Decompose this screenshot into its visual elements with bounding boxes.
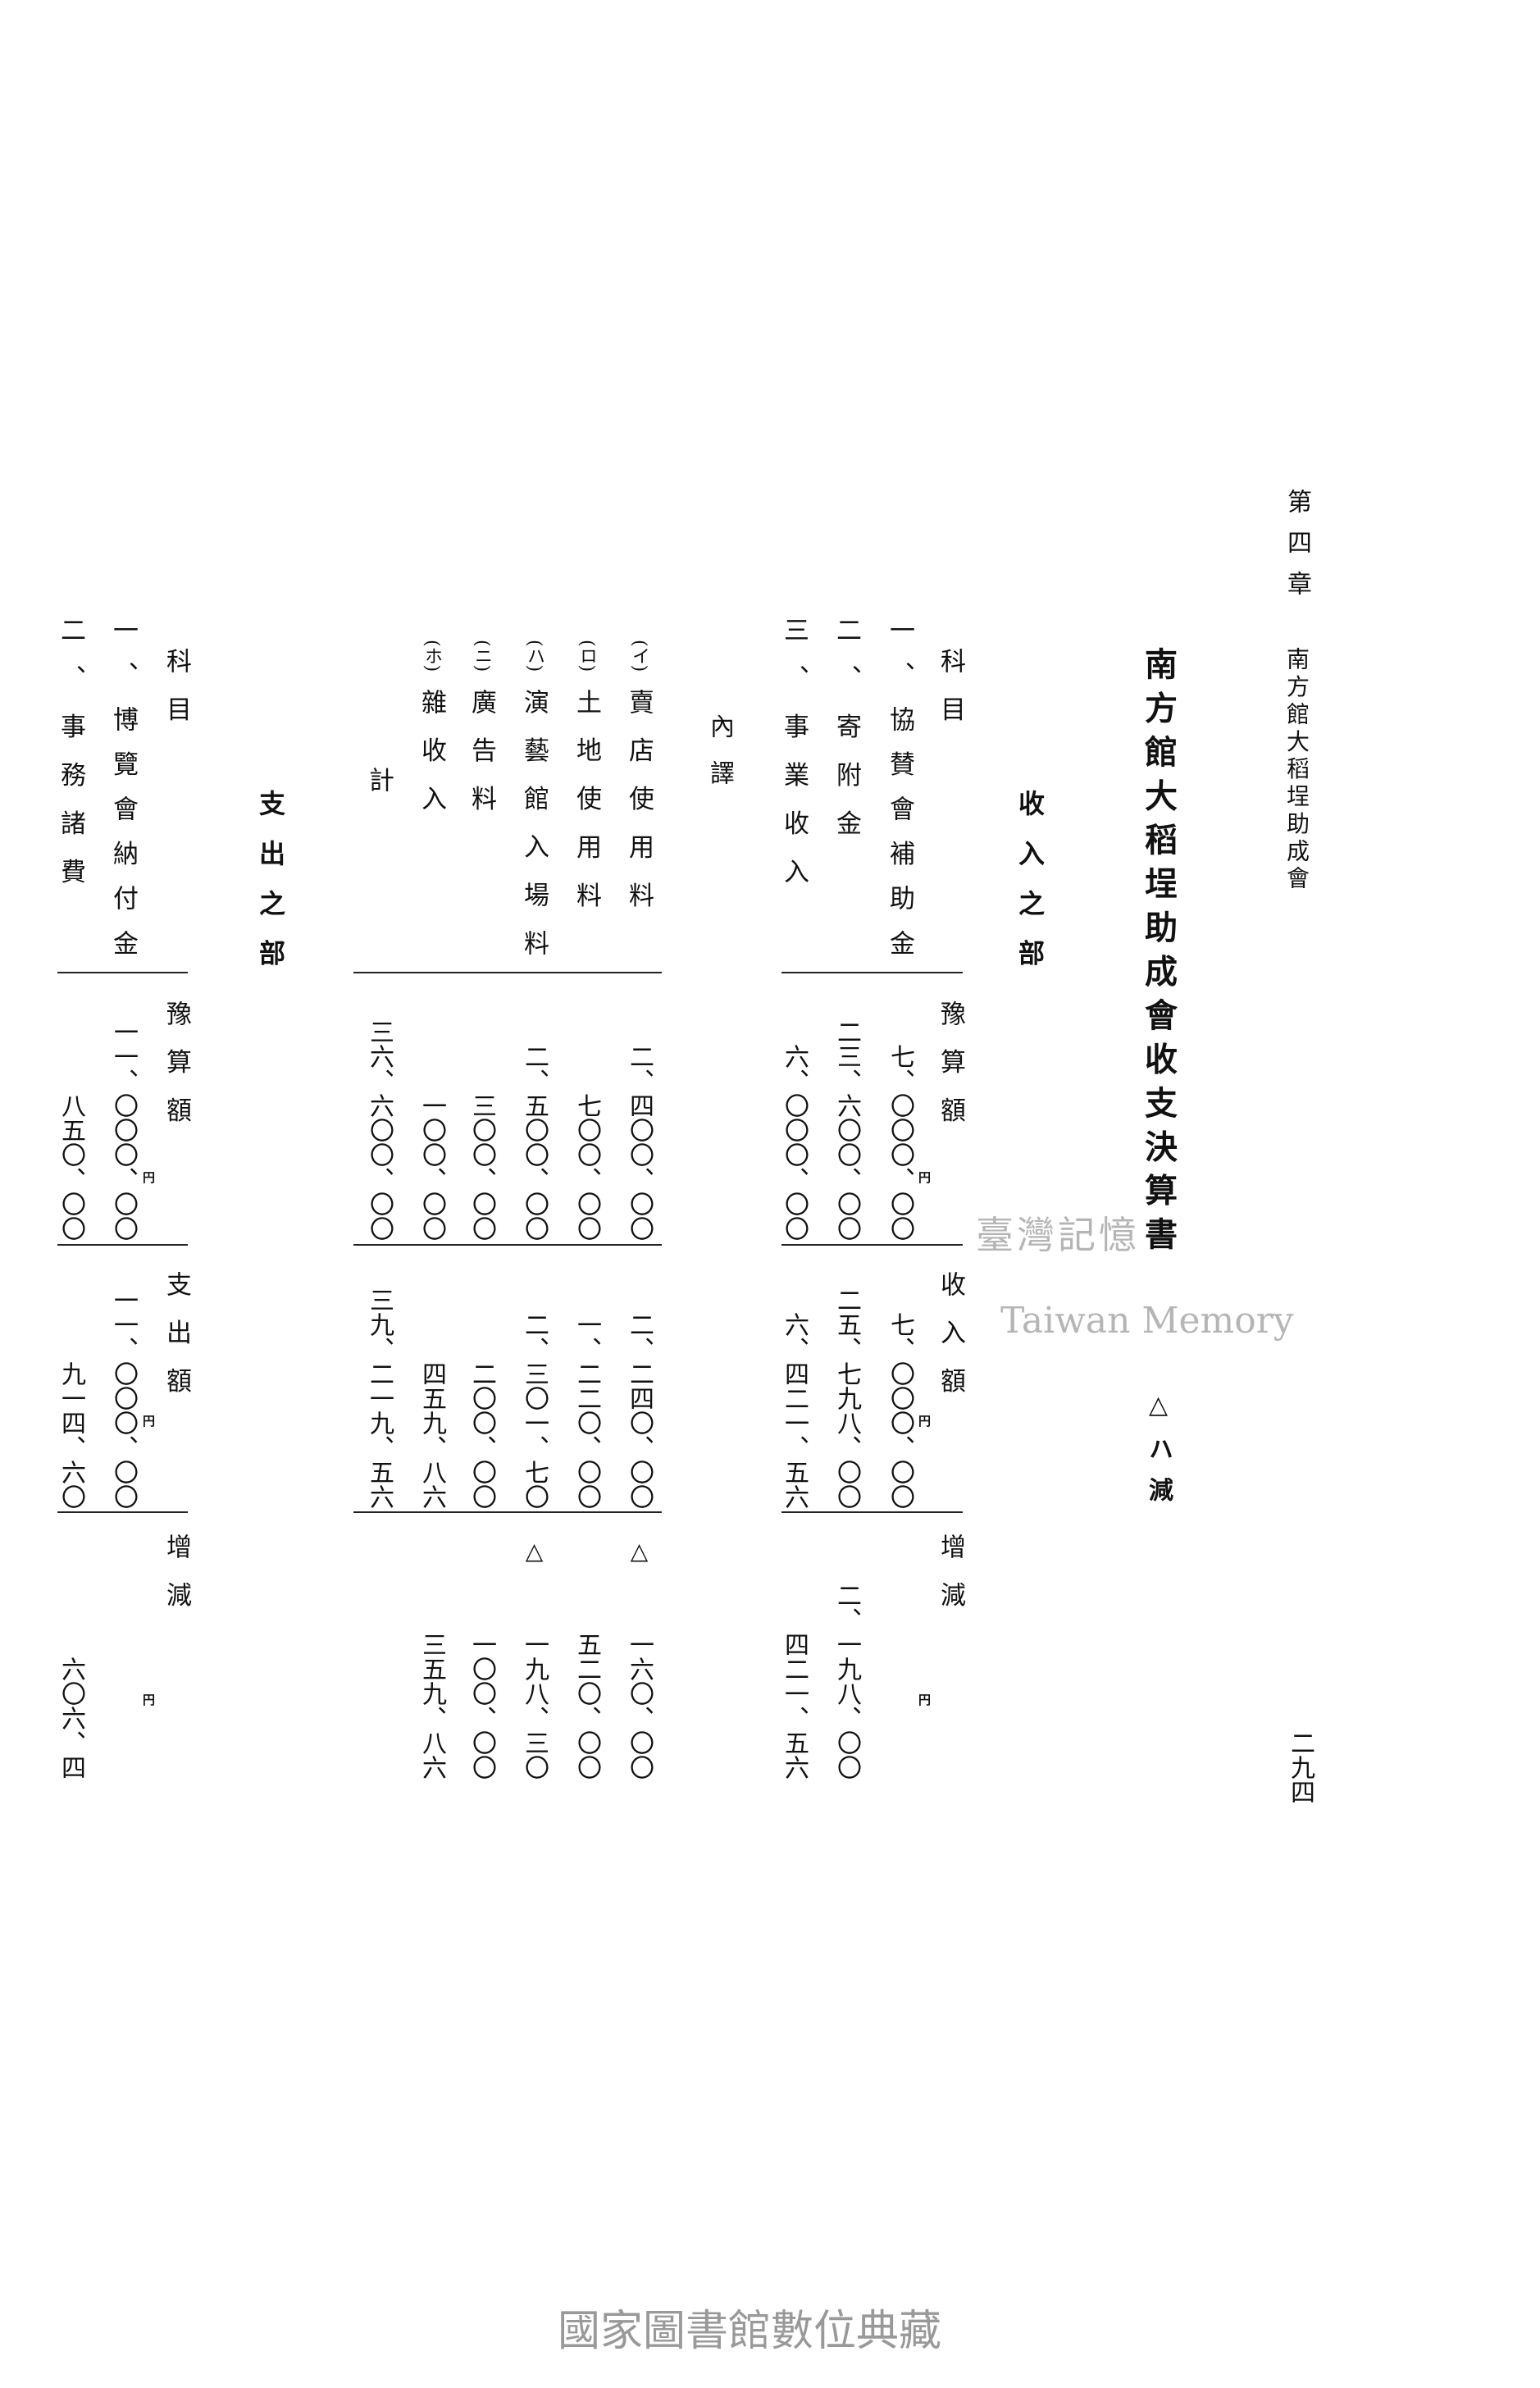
income-row-actual: 七、〇〇〇、〇〇 <box>886 1312 914 1509</box>
expenditure-row-diff: 六〇六、四 <box>57 1657 85 1780</box>
expenditure-row-label: 二、事務諸費 <box>56 617 85 907</box>
breakdown-diff: 一六〇、〇〇 <box>625 1632 654 1780</box>
breakdown-rule <box>353 1244 662 1246</box>
breakdown-diff: 一九八、三〇 <box>520 1632 549 1780</box>
breakdown-actual: 一、二二〇、〇〇 <box>572 1312 601 1509</box>
breakdown-budget: 一〇〇、〇〇 <box>417 1093 446 1241</box>
breakdown-label-1: 賣店使用料 <box>624 689 654 931</box>
income-row-diff-mark <box>883 1538 916 1570</box>
breakdown-label-4: 廣告料 <box>467 689 496 834</box>
income-row-diff: 二、一九八、〇〇 <box>832 1583 861 1780</box>
expenditure-row-diff <box>107 1579 139 1780</box>
breakdown-budget: 二、五〇〇、〇〇 <box>520 1044 549 1241</box>
income-row-budget: 二三、六〇〇、〇〇 <box>832 1019 861 1241</box>
income-row-budget: 七、〇〇〇、〇〇 <box>886 1044 914 1241</box>
expenditure-table-rule <box>57 1244 188 1246</box>
breakdown-rule <box>353 972 662 973</box>
breakdown-label-5: 雜收入 <box>417 689 446 834</box>
income-row-diff: 四二一、五六 <box>780 1632 809 1780</box>
income-row-budget: 六、〇〇〇、〇〇 <box>780 1044 809 1241</box>
yen-mark: 円 <box>918 1693 932 1707</box>
yen-mark: 円 <box>143 1170 156 1185</box>
income-row-label: 一、協賛會補助金 <box>885 617 914 975</box>
breakdown-marker: (ロ) <box>576 640 597 672</box>
income-row-actual: 二五、七九八、〇〇 <box>832 1287 861 1509</box>
expenditure-row-budget: 一一、〇〇〇、〇〇 <box>109 1019 138 1241</box>
breakdown-budget: 三〇〇、〇〇 <box>467 1093 496 1241</box>
breakdown-marker: (ハ) <box>524 640 544 672</box>
breakdown-actual: 二、二四〇、〇〇 <box>625 1312 654 1509</box>
breakdown-actual: 二〇〇、〇〇 <box>467 1361 496 1509</box>
income-header-item: 科目 <box>936 648 965 745</box>
income-header-budget: 豫算額 <box>936 1000 965 1146</box>
expenditure-table-rule <box>57 972 188 973</box>
income-row-label: 三、事業收入 <box>779 617 809 907</box>
expenditure-header-diff: 增減 <box>162 1534 191 1630</box>
breakdown-actual: 二、三〇一、七〇 <box>520 1312 549 1509</box>
breakdown-diff: 三五九、八六 <box>417 1632 446 1780</box>
income-table-rule <box>781 1244 963 1246</box>
breakdown-rule <box>353 1511 662 1513</box>
yen-mark: 円 <box>918 1170 932 1185</box>
income-row-diff-mark <box>777 1538 810 1570</box>
income-row-label: 二、寄附金 <box>832 617 861 859</box>
breakdown-actual: 四五九、八六 <box>417 1361 446 1509</box>
breakdown-budget: 七〇〇、〇〇 <box>572 1093 601 1241</box>
income-row-actual: 六、四二一、五六 <box>780 1312 809 1509</box>
income-header-actual: 收入額 <box>936 1271 965 1416</box>
expenditure-section-title: 支出之部 <box>255 790 286 990</box>
expenditure-header-actual: 支出額 <box>162 1271 191 1416</box>
breakdown-total-label: 計 <box>364 767 394 792</box>
breakdown-label: 內譯 <box>705 713 734 807</box>
breakdown-diff-mark: △ <box>626 1538 653 1565</box>
breakdown-diff-mark <box>570 1538 603 1570</box>
expenditure-header-item: 科目 <box>162 648 191 745</box>
expenditure-row-actual: 九一四、六〇 <box>57 1361 85 1509</box>
page-number: 二九四 <box>1286 1730 1314 1804</box>
breakdown-total-budget: 三六、六〇〇、〇〇 <box>365 1019 394 1241</box>
expenditure-table-rule <box>57 1511 188 1513</box>
income-table-rule <box>781 972 963 973</box>
income-row-diff-mark <box>830 1538 863 1570</box>
breakdown-marker: (ホ) <box>421 640 442 672</box>
breakdown-label-2: 土地使用料 <box>572 689 601 931</box>
income-row-diff <box>883 1579 916 1780</box>
running-title: 南方館大稻埕助成會 <box>1283 647 1310 894</box>
income-section-title: 收入之部 <box>1014 790 1046 990</box>
expenditure-row-actual: 一一、〇〇〇、〇〇 <box>109 1287 138 1509</box>
yen-mark: 円 <box>143 1414 156 1429</box>
decrease-note: △ハ減 <box>1144 1391 1173 1518</box>
watermark-english: Taiwan Memory <box>1000 1300 1294 1342</box>
breakdown-total-actual: 三九、二一九、五六 <box>365 1287 394 1509</box>
expenditure-row-label: 一、博覽會納付金 <box>108 617 138 975</box>
income-table-rule <box>781 1511 963 1513</box>
breakdown-label-3: 演藝館入場料 <box>519 689 549 978</box>
breakdown-diff-mark <box>415 1538 448 1570</box>
watermark-logo: 臺灣記憶 <box>976 1213 1140 1257</box>
breakdown-marker: (ニ) <box>472 640 492 672</box>
document-title: 南方館大稻埕助成會收支決算書 <box>1139 647 1177 1261</box>
breakdown-budget: 二、四〇〇、〇〇 <box>625 1044 654 1241</box>
breakdown-marker: (イ) <box>629 640 649 672</box>
breakdown-diff: 五二〇、〇〇 <box>572 1632 601 1780</box>
chapter-label: 第四章 <box>1283 489 1311 612</box>
yen-mark: 円 <box>918 1414 932 1429</box>
footer-watermark: 國家圖書館數位典藏 <box>558 2307 942 2356</box>
yen-mark: 円 <box>143 1693 156 1707</box>
breakdown-diff-mark: △ <box>521 1538 548 1565</box>
breakdown-diff: 一〇〇、〇〇 <box>467 1632 496 1780</box>
income-header-diff: 增減 <box>936 1534 965 1630</box>
expenditure-row-budget: 八五〇、〇〇 <box>57 1093 85 1241</box>
breakdown-diff-mark <box>465 1538 498 1570</box>
expenditure-header-budget: 豫算額 <box>162 1000 191 1146</box>
